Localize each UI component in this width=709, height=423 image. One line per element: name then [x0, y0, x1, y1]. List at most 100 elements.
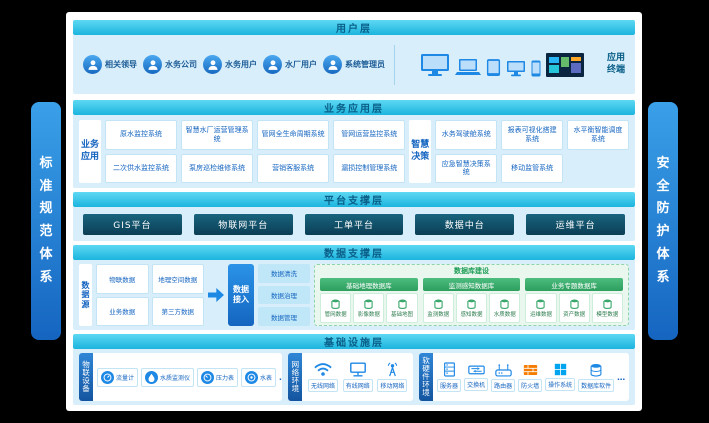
platform-box: 物联网平台 — [193, 213, 293, 235]
network-environment-label: 网络环境 — [288, 353, 303, 401]
wired-network-icon — [349, 362, 366, 377]
system-box: 管网全生命周期系统 — [257, 120, 330, 150]
bigscreen-icon — [545, 52, 584, 77]
database-group: 监测感知数据库 监测数据 感知数据 水质数据 — [422, 278, 521, 323]
iot-device: 压力表 — [197, 367, 239, 387]
database-icon — [536, 299, 546, 309]
system-box: 移动监管系统 — [501, 153, 564, 183]
network-item: 移动网络 — [377, 362, 408, 392]
router-icon — [494, 363, 512, 377]
data-process-box: 数据治理 — [258, 285, 310, 305]
data-sources-grid: 物联数据 地理空间数据 业务数据 第三方数据 — [96, 264, 204, 326]
user-item: 水务用户 — [203, 55, 257, 74]
db-item: 模型数据 — [591, 293, 623, 323]
system-box: 应急智慧决策系统 — [435, 153, 498, 183]
pressure-gauge-icon — [201, 370, 215, 384]
network-item: 有线网络 — [342, 362, 373, 392]
system-box: 报表可视化搭建系统 — [501, 120, 564, 150]
layer-platform-title: 平台支撑层 — [73, 192, 635, 207]
data-source-label: 数据源 — [79, 264, 92, 326]
data-source-box: 地理空间数据 — [151, 264, 204, 294]
system-box: 泵房巡检维修系统 — [181, 153, 254, 183]
desktop-icon — [420, 53, 449, 76]
database-name: 基础地理数据库 — [320, 278, 418, 291]
wifi-icon — [314, 363, 332, 376]
user-label: 水厂用户 — [285, 60, 317, 69]
system-box: 水务驾驶舱系统 — [435, 120, 498, 150]
terminal-devices — [404, 52, 599, 77]
system-box: 管网运营监控系统 — [333, 120, 406, 150]
cellular-tower-icon — [387, 362, 398, 377]
hardware-item: 交换机 — [464, 363, 489, 391]
system-box: 原水监控系统 — [105, 120, 178, 150]
database-panel-title: 数据库建设 — [454, 267, 489, 275]
database-icon — [570, 299, 579, 309]
data-process-box: 数据管理 — [258, 307, 310, 327]
os-windows-icon — [554, 363, 566, 376]
database-icon — [331, 299, 340, 309]
system-box: 水平衡智能调度系统 — [567, 120, 629, 150]
tablet-icon — [486, 58, 500, 76]
system-box: 营销客服系统 — [257, 153, 330, 183]
user-item: 系统管理员 — [323, 55, 385, 74]
database-icon — [397, 299, 407, 309]
database-icon — [590, 363, 602, 377]
iot-device: 水表 — [241, 367, 277, 387]
right-pillar-label: 安全防护体系 — [656, 155, 670, 285]
water-quality-icon — [145, 370, 159, 384]
layer-business: 业务应用层 业务应用 原水监控系统 智慧水厂运营管理系统 管网全生命周期系统 管… — [73, 100, 635, 188]
hardware-item: 防火墙 — [518, 363, 543, 392]
user-label: 相关领导 — [105, 60, 137, 69]
data-source-box: 第三方数据 — [151, 296, 204, 326]
hardware-item: 路由器 — [491, 363, 516, 392]
hardware-software-panel: 软硬件环境 服务器 交换机 路由器 防火墙 操作系统 数据库软件 … — [419, 353, 629, 401]
iot-devices-label: 物联设备 — [79, 353, 93, 401]
layer-data: 数据支撑层 数据源 物联数据 地理空间数据 业务数据 第三方数据 数据接入 数据… — [73, 245, 635, 330]
hardware-item: 服务器 — [437, 362, 462, 392]
user-label: 系统管理员 — [345, 60, 385, 69]
database-icon — [500, 299, 509, 309]
database-icon — [364, 299, 373, 309]
database-construction-panel: 数据库建设 基础地理数据库 管网数据 影像数据 基础地图 监测感知数据库 — [314, 264, 629, 326]
layer-user-body: 相关领导 水务公司 水务用户 水厂用户 系统管理员 — [73, 35, 635, 94]
db-item: 水质数据 — [489, 293, 521, 323]
right-pillar-security: 安全防护体系 — [648, 102, 678, 340]
business-group-label: 业务应用 — [79, 120, 101, 183]
monitor-icon — [506, 60, 525, 76]
vertical-divider — [394, 44, 395, 85]
user-icon — [263, 55, 282, 74]
system-box: 漏损控制管理系统 — [333, 153, 406, 183]
data-process-box: 数据清洗 — [258, 264, 310, 283]
data-process-stack: 数据清洗 数据治理 数据管理 — [258, 264, 310, 327]
decision-systems-grid: 水务驾驶舱系统 报表可视化搭建系统 水平衡智能调度系统 应急智慧决策系统 移动监… — [435, 120, 629, 183]
system-box: 二次供水监控系统 — [105, 153, 178, 183]
network-item: 无线网络 — [308, 362, 339, 392]
platform-box: 数据中台 — [415, 213, 515, 235]
left-pillar-label: 标准规范体系 — [39, 155, 53, 285]
diagram-panel: 用户层 相关领导 水务公司 水务用户 水厂用户 — [66, 12, 642, 411]
user-item: 水务公司 — [143, 55, 197, 74]
db-item: 运维数据 — [525, 293, 557, 323]
database-icon — [603, 299, 612, 309]
decision-group-label: 智慧决策 — [409, 120, 432, 183]
iot-device: 水质监测仪 — [141, 367, 195, 387]
layer-infrastructure: 基础设施层 物联设备 流量计 水质监测仪 压力表 水表 … 网络环境 无线网络 — [73, 334, 635, 405]
hardware-software-label: 软硬件环境 — [419, 353, 434, 401]
layer-data-title: 数据支撑层 — [73, 245, 635, 260]
phone-icon — [531, 60, 540, 76]
server-icon — [443, 362, 455, 377]
layer-user: 用户层 相关领导 水务公司 水务用户 水厂用户 — [73, 20, 635, 94]
data-access-box: 数据接入 — [228, 264, 254, 326]
database-icon — [434, 299, 443, 309]
layer-data-body: 数据源 物联数据 地理空间数据 业务数据 第三方数据 数据接入 数据清洗 数据治… — [73, 260, 635, 330]
business-systems-grid: 原水监控系统 智慧水厂运营管理系统 管网全生命周期系统 管网运营监控系统 二次供… — [105, 120, 406, 183]
database-group: 基础地理数据库 管网数据 影像数据 基础地图 — [320, 278, 418, 323]
database-group: 业务专题数据库 运维数据 资产数据 模型数据 — [525, 278, 624, 323]
user-item: 相关领导 — [83, 55, 137, 74]
hardware-item: 操作系统 — [545, 363, 576, 391]
database-name: 业务专题数据库 — [525, 278, 624, 291]
user-item: 水厂用户 — [263, 55, 317, 74]
laptop-icon — [454, 58, 481, 75]
platform-box: 运维平台 — [526, 213, 625, 235]
